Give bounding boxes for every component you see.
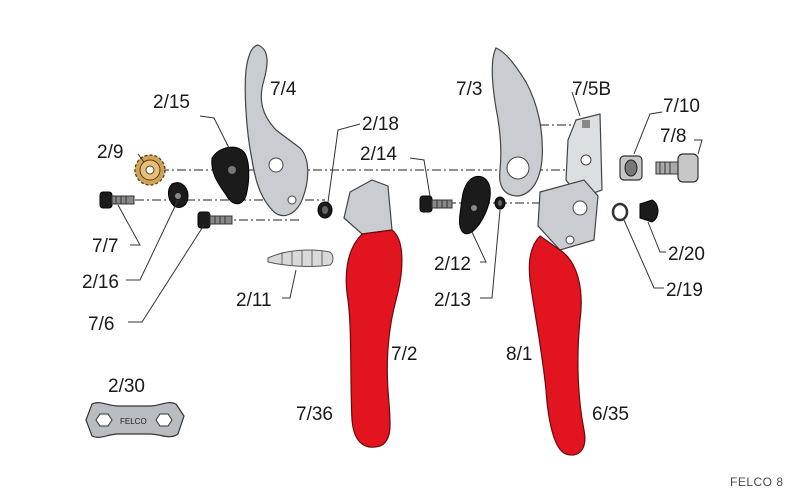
label-7-4: 7/4 bbox=[270, 79, 297, 100]
part-2-18-washer bbox=[317, 201, 333, 219]
label-8-1: 8/1 bbox=[506, 344, 532, 365]
part-7-3-lower-blade bbox=[491, 47, 543, 197]
part-2-13-washer bbox=[494, 196, 506, 210]
part-7-4-upper-blade bbox=[244, 44, 309, 217]
part-7-8-bolt bbox=[655, 153, 699, 183]
part-2-20-cap bbox=[639, 199, 659, 223]
part-8-1-lower-handle bbox=[528, 179, 599, 456]
part-7-10-nut bbox=[619, 155, 643, 181]
label-7-36: 7/36 bbox=[296, 404, 333, 425]
label-2-14: 2/14 bbox=[360, 144, 397, 165]
leader-lines bbox=[117, 91, 703, 323]
label-7-3: 7/3 bbox=[456, 79, 482, 100]
label-2-11: 2/11 bbox=[236, 290, 272, 311]
label-2-9: 2/9 bbox=[97, 142, 123, 163]
part-2-9-toothed-wheel bbox=[134, 154, 166, 186]
label-7-8: 7/8 bbox=[660, 126, 686, 147]
label-2-19: 2/19 bbox=[666, 280, 703, 301]
wrench-engraving: FELCO bbox=[120, 417, 147, 426]
part-2-15-spring-plate bbox=[211, 146, 250, 205]
part-7-2-handle bbox=[343, 179, 403, 448]
part-2-19-ring bbox=[611, 202, 629, 222]
part-7-5b-plate bbox=[565, 113, 603, 199]
label-2-12: 2/12 bbox=[434, 254, 471, 275]
brand-model-label: FELCO 8 bbox=[730, 475, 784, 489]
label-7-5b: 7/5B bbox=[572, 79, 611, 100]
label-7-7: 7/7 bbox=[92, 236, 118, 257]
label-2-20: 2/20 bbox=[668, 244, 705, 265]
part-7-6-screw bbox=[197, 211, 233, 229]
part-7-7-screw bbox=[99, 191, 135, 209]
part-labels: 7/4 2/15 2/9 2/18 2/14 7/7 2/16 7/6 2/11… bbox=[82, 79, 784, 489]
label-7-2: 7/2 bbox=[391, 344, 417, 365]
label-7-10: 7/10 bbox=[663, 96, 700, 117]
label-7-6: 7/6 bbox=[88, 314, 114, 335]
part-2-14-screw bbox=[419, 195, 453, 213]
label-6-35: 6/35 bbox=[592, 404, 629, 425]
label-2-13: 2/13 bbox=[434, 290, 471, 311]
label-2-15: 2/15 bbox=[153, 92, 190, 113]
label-2-16: 2/16 bbox=[82, 272, 119, 293]
label-2-30: 2/30 bbox=[108, 376, 145, 397]
part-2-12-plate bbox=[459, 175, 491, 235]
part-2-30-wrench: FELCO bbox=[85, 402, 185, 438]
label-2-18: 2/18 bbox=[362, 114, 399, 135]
part-2-11-spring bbox=[267, 249, 334, 267]
part-2-16-nut bbox=[167, 182, 189, 209]
